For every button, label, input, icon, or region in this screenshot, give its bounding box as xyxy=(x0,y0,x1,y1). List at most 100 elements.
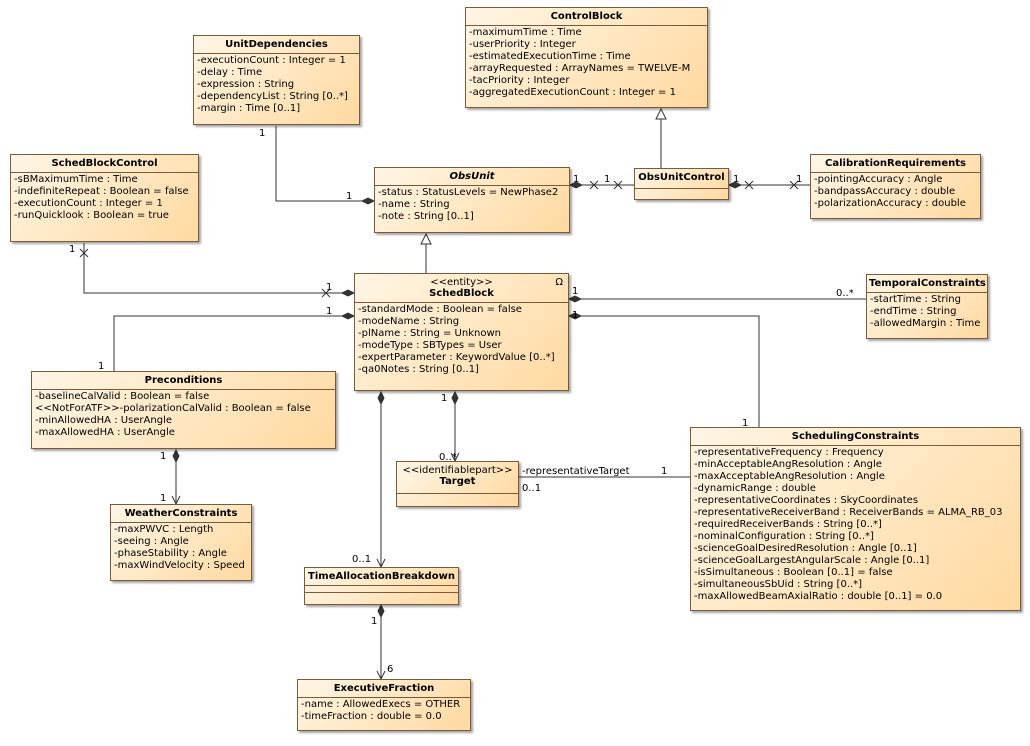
class-name: ExecutiveFraction xyxy=(298,680,470,698)
attribute: -arrayRequested : ArrayNames = TWELVE-M xyxy=(469,63,691,74)
class-name: ControlBlock xyxy=(466,8,707,26)
multiplicity-label: 0..* xyxy=(439,452,457,463)
class-name: SchedulingConstraints xyxy=(691,428,1020,446)
attribute: -maximumTime : Time xyxy=(469,27,582,38)
multiplicity-label: 1 xyxy=(604,174,610,185)
multiplicity-label: 1 xyxy=(346,191,352,202)
class-header: <<entity>> SchedBlock xyxy=(355,274,568,303)
attribute-list: -name : AllowedExecs = OTHER -timeFracti… xyxy=(298,698,470,724)
multiplicity-label: 1 xyxy=(573,174,579,185)
attribute: -nominalConfiguration : String [0..*] xyxy=(694,531,874,542)
class-schedblockcontrol[interactable]: SchedBlockControl -sBMaximumTime : Time … xyxy=(10,154,199,242)
class-preconditions[interactable]: Preconditions -baselineCalValid : Boolea… xyxy=(31,371,336,449)
class-name: TimeAllocationBreakdown xyxy=(305,568,458,586)
attribute: -baselineCalValid : Boolean = false xyxy=(35,391,210,402)
attribute-list: -baselineCalValid : Boolean = false <<No… xyxy=(32,390,335,440)
assoc-schedblock-scheduling xyxy=(569,315,760,427)
stereotype: <<identifiablepart>> xyxy=(402,465,513,476)
attribute-list: -pointingAccuracy : Angle -bandpassAccur… xyxy=(811,173,980,211)
class-target[interactable]: <<identifiablepart>> Target xyxy=(396,461,519,507)
attribute: -requiredReceiverBands : String [0..*] xyxy=(694,519,882,530)
composition-diamond-icon xyxy=(567,312,583,320)
class-name: CalibrationRequirements xyxy=(811,155,980,173)
composition-diamond-icon xyxy=(451,390,459,406)
attribute: -delay : Time xyxy=(197,67,263,78)
attribute: -estimatedExecutionTime : Time xyxy=(469,51,631,62)
class-name: WeatherConstraints xyxy=(111,505,251,523)
class-calibrationrequirements[interactable]: CalibrationRequirements -pointingAccurac… xyxy=(810,154,981,219)
class-temporalconstraints[interactable]: TemporalConstraints -startTime : String … xyxy=(866,274,988,339)
class-obsunitcontrol[interactable]: ObsUnitControl xyxy=(634,168,729,200)
multiplicity-label: 1 xyxy=(326,282,332,293)
attribute: -minAcceptableAngResolution : Angle xyxy=(694,459,882,470)
attribute: -dynamicRange : double xyxy=(694,483,816,494)
attribute: -timeFraction : double = 0.0 xyxy=(301,711,442,722)
attribute: -sBMaximumTime : Time xyxy=(14,174,138,185)
multiplicity-label: 0..1 xyxy=(522,483,541,494)
multiplicity-label: 1 xyxy=(742,418,748,429)
attribute: -isSimultaneous : Boolean [0..1] = false xyxy=(694,567,893,578)
class-obsunit[interactable]: ObsUnit -status : StatusLevels = NewPhas… xyxy=(374,167,570,233)
class-header: <<identifiablepart>> Target xyxy=(397,462,518,490)
attribute: -bandpassAccuracy : double xyxy=(814,186,956,197)
class-schedblock[interactable]: Ω <<entity>> SchedBlock -standardMode : … xyxy=(354,273,569,391)
composition-diamond-icon xyxy=(340,289,356,297)
attribute: -polarizationAccuracy : double xyxy=(814,198,966,209)
attribute: <<NotForATF>>-polarizationCalValid : Boo… xyxy=(35,403,311,414)
attribute: -userPriority : Integer xyxy=(469,39,576,50)
multiplicity-label: 1 xyxy=(572,310,578,321)
attribute: -tacPriority : Integer xyxy=(469,75,570,86)
attribute: -maxAllowedBeamAxialRatio : double [0..1… xyxy=(694,591,943,602)
attribute-list: -representativeFrequency : Frequency -mi… xyxy=(691,446,1020,604)
class-controlblock[interactable]: ControlBlock -maximumTime : Time -userPr… xyxy=(465,7,708,108)
attribute: -scienceGoalDesiredResolution : Angle [0… xyxy=(694,543,917,554)
attribute: -executionCount : Integer = 1 xyxy=(197,55,346,66)
attribute: -name : AllowedExecs = OTHER xyxy=(301,699,461,710)
attribute-list: -standardMode : Boolean = false -modeNam… xyxy=(355,303,568,377)
non-navigable-cross-icon xyxy=(789,180,799,190)
class-weatherconstraints[interactable]: WeatherConstraints -maxPWVC : Length -se… xyxy=(110,504,252,581)
multiplicity-label: 1 xyxy=(160,493,166,504)
class-unitdependencies[interactable]: UnitDependencies -executionCount : Integ… xyxy=(193,35,360,125)
class-executivefraction[interactable]: ExecutiveFraction -name : AllowedExecs =… xyxy=(297,679,471,731)
attribute-compartment xyxy=(305,586,458,593)
class-schedulingconstraints[interactable]: SchedulingConstraints -representativeFre… xyxy=(690,427,1021,611)
attribute: -simultaneousSbUid : String [0..*] xyxy=(694,579,863,590)
attribute-list: -maxPWVC : Length -seeing : Angle -phase… xyxy=(111,523,251,573)
multiplicity-label: 1 xyxy=(572,286,578,297)
composition-diamond-icon xyxy=(360,197,376,205)
composition-diamond-icon xyxy=(377,603,385,619)
multiplicity-label: 0..1 xyxy=(352,554,371,565)
composition-diamond-icon xyxy=(727,181,743,189)
multiplicity-label: 0..* xyxy=(836,288,854,299)
generalization-arrow-icon xyxy=(420,232,432,245)
non-navigable-cross-icon xyxy=(321,288,331,298)
multiplicity-label: 1 xyxy=(326,306,332,317)
attribute: -note : String [0..1] xyxy=(378,211,474,222)
attribute: -name : String xyxy=(378,199,450,210)
attribute: -expertParameter : KeywordValue [0..*] xyxy=(358,352,555,363)
attribute-list: -executionCount : Integer = 1 -delay : T… xyxy=(194,54,359,116)
non-navigable-cross-icon xyxy=(613,180,623,190)
attribute: -qa0Notes : String [0..1] xyxy=(358,364,479,375)
attribute-list: -startTime : String -endTime : String -a… xyxy=(867,293,987,331)
attribute: -executionCount : Integer = 1 xyxy=(14,198,163,209)
multiplicity-label: 1 xyxy=(733,174,739,185)
composition-diamond-icon xyxy=(567,295,583,303)
multiplicity-label: 1 xyxy=(69,244,75,255)
composition-diamond-icon xyxy=(172,448,180,464)
multiplicity-label: 1 xyxy=(259,128,265,139)
non-navigable-cross-icon xyxy=(589,180,599,190)
attribute: -endTime : String xyxy=(870,306,957,317)
class-name: Target xyxy=(439,476,476,487)
class-name: ObsUnitControl xyxy=(638,172,725,183)
class-timeallocationbreakdown[interactable]: TimeAllocationBreakdown xyxy=(304,567,459,605)
assoc-schedblock-preconditions xyxy=(113,315,354,371)
attribute-list: -maximumTime : Time -userPriority : Inte… xyxy=(466,26,707,100)
attribute: -pointingAccuracy : Angle xyxy=(814,174,943,185)
attribute: -indefiniteRepeat : Boolean = false xyxy=(14,186,189,197)
class-name: Preconditions xyxy=(32,372,335,390)
attribute: -minAllowedHA : UserAngle xyxy=(35,415,172,426)
attribute: -margin : Time [0..1] xyxy=(197,103,301,114)
